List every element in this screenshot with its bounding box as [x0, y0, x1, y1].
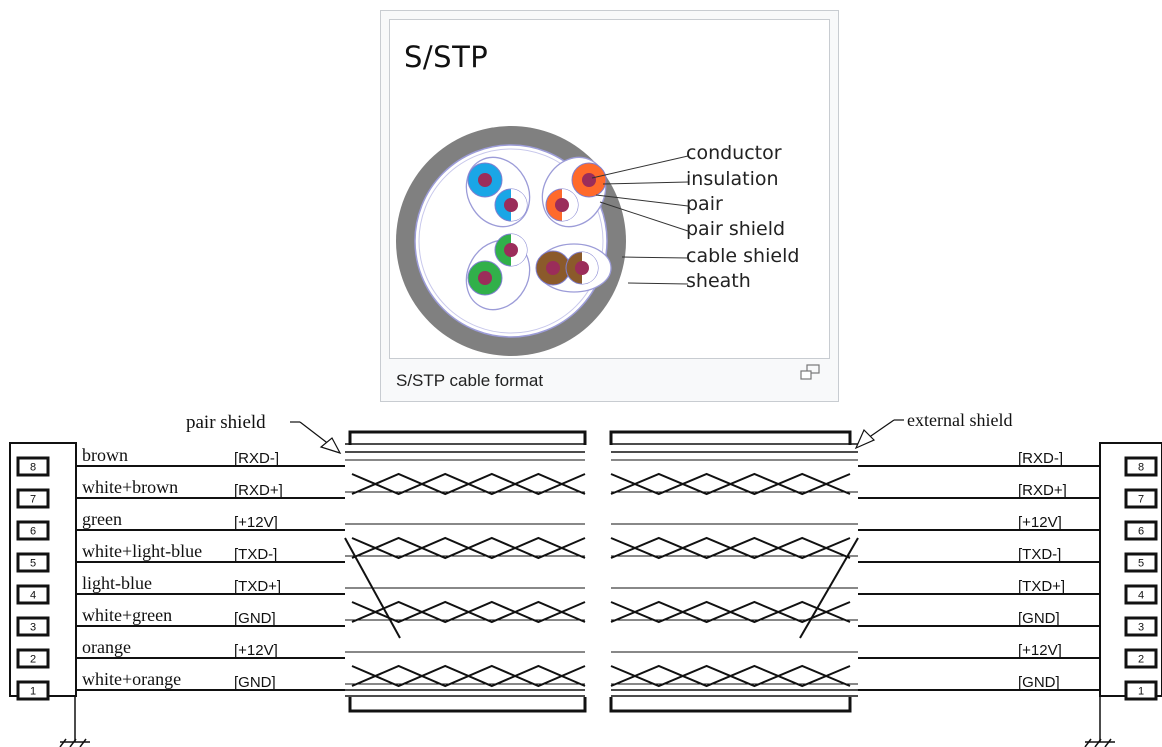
- brown-conductor: [546, 261, 560, 275]
- pair-shield-label: pair shield: [186, 412, 266, 433]
- pin-box: [16, 552, 50, 573]
- white-green-conductor: [504, 243, 518, 257]
- white-blue-conductor: [504, 198, 518, 212]
- pin-box: [1124, 648, 1158, 669]
- signal-label-left: [GND]: [234, 674, 276, 691]
- wiring-diagram: pair shield external shield 8 7 6 5 4 3 2 1 8 7 6…: [9, 410, 1162, 747]
- pin-box: [16, 648, 50, 669]
- wire-color-label: white+orange: [82, 669, 181, 689]
- pin-number: 3: [1138, 622, 1144, 634]
- pair-shield-arrow-icon: [290, 421, 342, 455]
- signal-label-right: [GND]: [1018, 610, 1060, 627]
- wire-color-label: brown: [82, 445, 128, 465]
- wire-color-label: white+green: [82, 605, 172, 625]
- label-pair-shield: pair shield: [686, 218, 786, 240]
- pair-shield-top: [348, 430, 852, 445]
- pin-number: 8: [1138, 462, 1144, 474]
- pin-box: [16, 616, 50, 637]
- pin-box: [16, 680, 50, 701]
- wire-lines: [76, 443, 1100, 697]
- label-pair: pair: [686, 193, 723, 215]
- white-brown-conductor: [575, 261, 589, 275]
- pin-number: 6: [30, 526, 36, 538]
- twist-strand: [610, 472, 851, 496]
- pin-number: 5: [30, 558, 36, 570]
- external-shield-label: external shield: [907, 410, 1012, 430]
- right-pins: 8 7 6 5 4 3 2 1: [1124, 456, 1158, 701]
- signal-label-left: [TXD+]: [234, 578, 281, 595]
- twist-strand: [351, 664, 586, 688]
- twisted-pairs: [344, 472, 859, 688]
- cable-cross-section: [396, 126, 689, 356]
- left-pins: 8 7 6 5 4 3 2 1: [16, 456, 50, 701]
- wire-color-label: green: [82, 509, 122, 529]
- twist-strand: [610, 536, 851, 560]
- signal-label-left: [GND]: [234, 610, 276, 627]
- pin-number: 3: [30, 622, 36, 634]
- wire-color-label: orange: [82, 637, 131, 657]
- pin-number: 1: [30, 686, 36, 698]
- signal-label-right: [+12V]: [1018, 642, 1062, 659]
- twist-strand: [351, 472, 586, 496]
- infobox-title: S/STP: [404, 40, 489, 74]
- wire-labels: brown [RXD-] [RXD-] white+brown [RXD+] [RXD+]…: [82, 445, 1067, 691]
- pin-box: [1124, 552, 1158, 573]
- signal-label-left: [RXD-]: [234, 450, 279, 467]
- pin-number: 4: [30, 590, 36, 602]
- pin-box: [16, 584, 50, 605]
- pin-number: 7: [30, 494, 36, 506]
- label-insulation: insulation: [686, 168, 779, 190]
- label-sheath: sheath: [686, 270, 751, 292]
- signal-label-left: [RXD+]: [234, 482, 283, 499]
- pin-number: 7: [1138, 494, 1144, 506]
- label-cable-shield: cable shield: [686, 245, 800, 267]
- green-conductor: [478, 271, 492, 285]
- signal-label-right: [TXD-]: [1018, 546, 1061, 563]
- pin-box: [16, 488, 50, 509]
- signal-label-left: [+12V]: [234, 514, 278, 531]
- pin-number: 5: [1138, 558, 1144, 570]
- pin-box: [16, 520, 50, 541]
- infobox: S/STP: [380, 10, 839, 402]
- pin-box: [1124, 456, 1158, 477]
- pin-number: 4: [1138, 590, 1144, 602]
- blue-conductor: [478, 173, 492, 187]
- twist-strand: [351, 600, 586, 624]
- wire-color-label: white+light-blue: [82, 541, 202, 561]
- signal-label-right: [RXD-]: [1018, 450, 1063, 467]
- right-ground-icon: [1084, 696, 1115, 747]
- cross-wire: [344, 537, 401, 639]
- pin-number: 2: [1138, 654, 1144, 666]
- pin-number: 6: [1138, 526, 1144, 538]
- orange-conductor: [582, 173, 596, 187]
- signal-label-left: [TXD-]: [234, 546, 277, 563]
- signal-label-right: [+12V]: [1018, 514, 1062, 531]
- wire-color-label: light-blue: [82, 573, 152, 593]
- external-shield-arrow-icon: [854, 419, 904, 450]
- infobox-image[interactable]: S/STP: [389, 19, 830, 359]
- pin-number: 1: [1138, 686, 1144, 698]
- pin-box: [16, 456, 50, 477]
- pin-number: 2: [30, 654, 36, 666]
- twist-strand: [610, 664, 851, 688]
- signal-label-right: [GND]: [1018, 674, 1060, 691]
- cross-wire: [799, 537, 859, 639]
- signal-label-right: [RXD+]: [1018, 482, 1067, 499]
- twist-strand: [351, 536, 586, 560]
- pin-number: 8: [30, 462, 36, 474]
- pin-box: [1124, 616, 1158, 637]
- pin-box: [1124, 584, 1158, 605]
- left-ground-icon: [59, 696, 90, 747]
- enlarge-icon[interactable]: [799, 363, 821, 381]
- wire-color-label: white+brown: [82, 477, 178, 497]
- label-conductor: conductor: [686, 142, 782, 164]
- infobox-caption: S/STP cable format: [396, 371, 544, 390]
- pair-shield-bottom: [348, 697, 852, 713]
- pin-box: [1124, 680, 1158, 701]
- pin-box: [1124, 520, 1158, 541]
- signal-label-right: [TXD+]: [1018, 578, 1065, 595]
- white-orange-conductor: [555, 198, 569, 212]
- signal-label-left: [+12V]: [234, 642, 278, 659]
- pin-box: [1124, 488, 1158, 509]
